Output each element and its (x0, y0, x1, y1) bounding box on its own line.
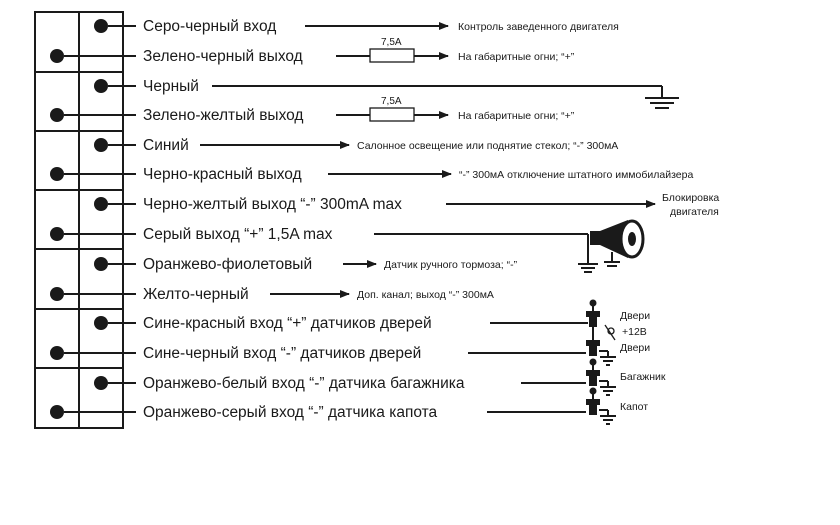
connector-block (34, 11, 124, 429)
destination-label: “-” 300мА отключение штатного иммобилайз… (459, 169, 693, 181)
sensor-label: Багажник (620, 371, 666, 383)
wire-label: Желто-черный (143, 286, 249, 303)
pin-8 (50, 227, 64, 241)
pin-stubs (64, 25, 136, 413)
pin-12 (50, 346, 64, 360)
destination-label: Доп. канал; выход “-” 300мА (357, 289, 494, 301)
wire-label: Оранжево-фиолетовый (143, 256, 312, 273)
pin-7 (94, 197, 108, 211)
pin-4 (50, 108, 64, 122)
trunk-switch-icon (586, 358, 616, 396)
wire-label: Зелено-черный выход (143, 48, 303, 65)
pin-1 (94, 19, 108, 33)
wire-label: Сине-черный вход “-” датчиков дверей (143, 345, 421, 362)
destination-label: На габаритные огни; “+” (458, 51, 575, 63)
wire-label: Черно-желтый выход “-” 300mA max (143, 196, 402, 213)
siren-icon (578, 219, 645, 273)
destination-label: Датчик ручного тормоза; “-” (384, 259, 518, 271)
pin-14 (50, 405, 64, 419)
sensor-label: Капот (620, 401, 648, 413)
sensor-label: Двери (620, 342, 650, 354)
pin-11 (94, 316, 108, 330)
pin-10 (50, 287, 64, 301)
fuse-icon (369, 107, 415, 122)
wire-labels: Серо-черный вход Зелено-черный выход Чер… (143, 18, 465, 421)
wire-label: Оранжево-серый вход “-” датчика капота (143, 404, 438, 421)
hood-switch-icon (586, 387, 616, 425)
sensor-label: +12В (622, 326, 647, 338)
destination-label: На габаритные огни; “+” (458, 110, 575, 122)
pin-6 (50, 167, 64, 181)
destination-label: Контроль заведенного двигателя (458, 21, 619, 33)
pin-5 (94, 138, 108, 152)
door-switch-icon (586, 299, 616, 341)
wire-label: Черный (143, 78, 199, 95)
pin-9 (94, 257, 108, 271)
door-switch-icon (586, 334, 616, 366)
pin-13 (94, 376, 108, 390)
fuse-icon (369, 48, 415, 63)
wire-label: Зелено-желтый выход (143, 107, 303, 124)
destination-label: Салонное освещение или поднятие стекол; … (357, 140, 618, 152)
wire-label: Оранжево-белый вход “-” датчика багажник… (143, 375, 465, 392)
wire-label: Черно-красный выход (143, 166, 302, 183)
destination-label: Блокировка (662, 192, 719, 204)
wire-label: Сине-красный вход “+” датчиков дверей (143, 315, 432, 332)
ground-icon (645, 97, 679, 109)
fuse-label: 7,5А (381, 96, 402, 107)
wire-label: Синий (143, 137, 189, 154)
fuse-label: 7,5А (381, 37, 402, 48)
destination-label: двигателя (670, 206, 719, 218)
wire-label: Серый выход “+” 1,5A max (143, 226, 333, 243)
wire-label: Серо-черный вход (143, 18, 276, 35)
connector-pins (50, 19, 108, 419)
pin-2 (50, 49, 64, 63)
sensor-label: Двери (620, 310, 650, 322)
pin-3 (94, 79, 108, 93)
